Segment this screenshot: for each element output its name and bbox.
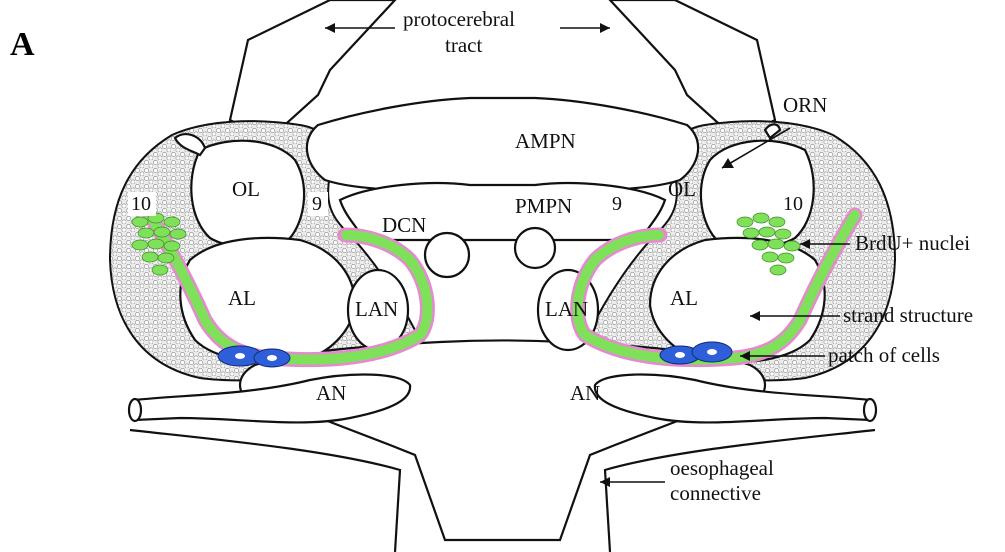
label-an-left: AN — [316, 381, 346, 405]
label-cluster-9-left: 9 — [312, 193, 322, 215]
label-pmpn: PMPN — [515, 194, 572, 218]
label-ol-right: OL — [668, 177, 696, 201]
antennal-nerve-left-cut — [129, 399, 141, 421]
label-lan-right: LAN — [545, 297, 588, 321]
label-orn: ORN — [783, 93, 827, 117]
label-an-right: AN — [570, 381, 600, 405]
dorsal-commissure-neuropil-left — [425, 233, 469, 277]
label-lan-left: LAN — [355, 297, 398, 321]
label-strand-structure: strand structure — [843, 303, 973, 327]
label-tract: tract — [445, 33, 482, 57]
label-oesophageal: oesophageal — [670, 456, 774, 480]
label-cluster-9-right: 9 — [612, 193, 622, 215]
oesophageal-connective-left — [130, 430, 400, 552]
label-cluster-10-left: 10 — [131, 193, 151, 215]
label-dcn: DCN — [382, 213, 426, 237]
accessory-lobe-left — [180, 238, 355, 362]
label-protocerebral: protocerebral — [403, 7, 515, 31]
label-patch-of-cells: patch of cells — [828, 343, 940, 367]
label-brdu-nuclei: BrdU+ nuclei — [855, 231, 970, 255]
label-ol-left: OL — [232, 177, 260, 201]
label-ampn: AMPN — [515, 129, 576, 153]
antennal-nerve-right-cut — [864, 399, 876, 421]
label-connective: connective — [670, 481, 761, 505]
tritocerebrum — [240, 341, 765, 541]
panel-letter: A — [10, 26, 35, 63]
dorsal-commissure-neuropil-right — [515, 228, 555, 268]
label-al-left: AL — [228, 286, 256, 310]
label-cluster-10-right: 10 — [783, 193, 803, 215]
label-al-right: AL — [670, 286, 698, 310]
